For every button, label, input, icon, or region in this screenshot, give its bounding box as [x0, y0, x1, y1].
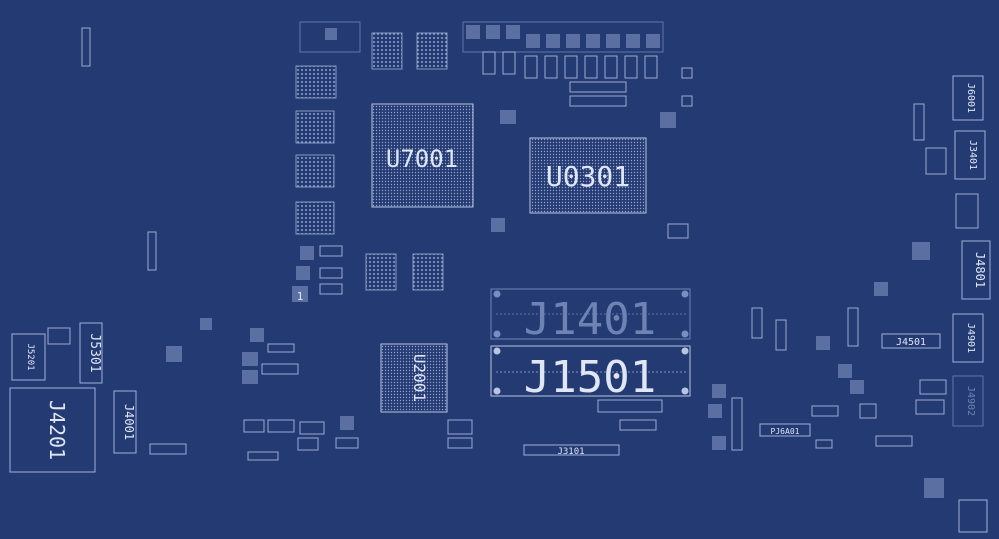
label-u7001: U7001 — [386, 145, 458, 173]
label-j5301: J5301 — [87, 333, 102, 372]
label-j3401: J3401 — [967, 140, 978, 170]
connector-j1401: J1401 — [490, 288, 691, 345]
top-left-component-cluster — [295, 21, 448, 235]
label-j5201: J5201 — [25, 343, 35, 370]
label-j4902: J4902 — [965, 386, 976, 416]
connector-j3101: J3101 — [523, 399, 663, 457]
label-j6001: J6001 — [965, 83, 976, 113]
chip-u7001: U7001 — [371, 103, 474, 208]
chip-u2001: U2001 — [380, 343, 448, 413]
connector-j4801: J4801 — [961, 240, 991, 300]
label-j1401: J1401 — [524, 294, 656, 345]
connector-j4501: J4501 — [881, 333, 941, 349]
label-j4501: J4501 — [896, 337, 926, 348]
label-j4901: J4901 — [965, 323, 976, 353]
left-small-parts — [47, 27, 473, 461]
connector-j4902: J4902 — [952, 375, 984, 427]
connector-j5201: J5201 — [11, 333, 46, 381]
connector-j6001: J6001 — [952, 75, 984, 121]
connector-j4901: J4901 — [952, 313, 984, 363]
chip-u0301: U0301 — [529, 137, 647, 214]
label-j3101: J3101 — [557, 447, 584, 457]
label-pj6a01: PJ6A01 — [771, 427, 800, 436]
label-j1501: J1501 — [524, 352, 656, 403]
component-pj6a01: PJ6A01 — [759, 423, 811, 437]
connector-j3401: J3401 — [954, 130, 986, 180]
pin1-marker: 1 — [297, 290, 304, 303]
vrm-inductor-array — [462, 21, 693, 128]
right-small-parts — [708, 103, 988, 533]
label-u2001: U2001 — [410, 354, 429, 402]
label-j4801: J4801 — [973, 252, 987, 288]
label-j4201: J4201 — [45, 400, 69, 460]
connector-j4201: J4201 — [9, 387, 96, 473]
connector-j1501: J1501 — [490, 345, 691, 403]
label-u0301: U0301 — [546, 160, 630, 193]
connector-j4001: J4001 — [113, 390, 137, 454]
middle-memory-cluster: 1 — [292, 218, 689, 303]
connector-j5301: J5301 — [79, 322, 103, 384]
label-j4001: J4001 — [122, 404, 136, 440]
